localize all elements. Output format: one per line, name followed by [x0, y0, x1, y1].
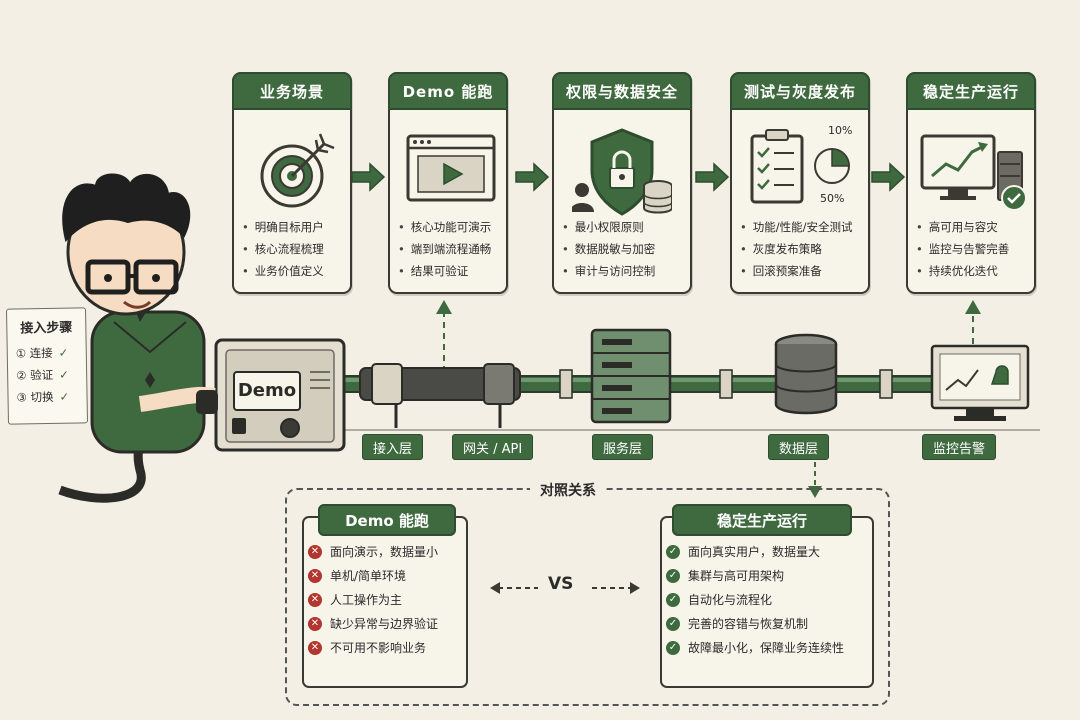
cross-icon: ✕: [308, 593, 322, 607]
comparison-item-text: 面向演示，数据量小: [330, 545, 439, 559]
comparison-item-text: 面向真实用户，数据量大: [688, 545, 821, 559]
comparison-panel-title: Demo 能跑: [318, 504, 456, 536]
check-icon: ✓: [666, 593, 680, 607]
layer-label-service: 服务层: [592, 434, 654, 460]
layer-label-gateway: 网关 / API: [452, 434, 534, 460]
step-label: ① 连接: [15, 345, 53, 361]
stage-card-business: 业务场景 明确目标用户 核心流程梳理 业务价值定义: [232, 72, 352, 294]
comparison-title: 对照关系: [530, 480, 606, 500]
stage-title: 稳定生产运行: [906, 72, 1036, 110]
stage-item: 审计与访问控制: [562, 260, 686, 282]
shield-lock-icon: [572, 128, 672, 216]
cross-icon: ✕: [308, 641, 322, 655]
comparison-item: ✓ 面向真实用户，数据量大: [666, 540, 844, 564]
comparison-item-text: 单机/简单环境: [330, 569, 407, 583]
rollout-percent-bottom: 50%: [820, 192, 845, 205]
layer-label-monitoring: 监控告警: [922, 434, 997, 460]
stage-title: 业务场景: [232, 72, 352, 110]
comparison-item: ✓ 集群与高可用架构: [666, 564, 844, 588]
stage-items: 最小权限原则 数据脱敏与加密 审计与访问控制: [562, 216, 686, 282]
flow-arrow-icon: [871, 162, 906, 192]
stage-card-security: 权限与数据安全 最小权限原则 数据脱敏与加密 审计与访问控制: [552, 72, 692, 294]
comparison-item: ✕ 缺少异常与边界验证: [308, 612, 438, 636]
step-item: ③ 切换 ✓: [16, 385, 86, 408]
comparison-list-demo: ✕ 面向演示，数据量小 ✕ 单机/简单环境 ✕ 人工操作为主 ✕ 缺少异常与边界验证 ✕…: [308, 540, 438, 660]
check-icon: ✓: [666, 545, 680, 559]
check-icon: ✓: [666, 569, 680, 583]
stage-item: 核心功能可演示: [398, 216, 502, 238]
stage-item: 数据脱敏与加密: [562, 238, 686, 260]
stage-items: 高可用与容灾 监控与告警完善 持续优化迭代: [916, 216, 1030, 282]
vs-label: VS: [548, 574, 574, 594]
stage-item: 核心流程梳理: [242, 238, 346, 260]
comparison-item: ✕ 单机/简单环境: [308, 564, 438, 588]
monitor-server-icon: [920, 134, 1027, 211]
cross-icon: ✕: [308, 569, 322, 583]
comparison-list-production: ✓ 面向真实用户，数据量大 ✓ 集群与高可用架构 ✓ 自动化与流程化 ✓ 完善的容错与恢…: [666, 540, 844, 660]
flow-arrow-icon: [695, 162, 730, 192]
stage-item: 监控与告警完善: [916, 238, 1030, 260]
stage-item: 最小权限原则: [562, 216, 686, 238]
cross-icon: ✕: [308, 617, 322, 631]
stage-item: 灰度发布策略: [740, 238, 864, 260]
cross-icon: ✕: [308, 545, 322, 559]
comparison-item: ✕ 人工操作为主: [308, 588, 438, 612]
clipboard-checklist-icon: [750, 129, 804, 204]
steps-list: ① 连接 ✓ ② 验证 ✓ ③ 切换 ✓: [8, 341, 87, 408]
flow-arrow-icon: [351, 162, 386, 192]
comparison-item: ✓ 自动化与流程化: [666, 588, 844, 612]
step-label: ③ 切换: [16, 389, 54, 405]
layer-label-access: 接入层: [362, 434, 424, 460]
rollout-percent-top: 10%: [828, 124, 853, 137]
comparison-item-text: 人工操作为主: [330, 593, 403, 607]
comparison-item-text: 完善的容错与恢复机制: [688, 617, 809, 631]
comparison-item: ✕ 面向演示，数据量小: [308, 540, 438, 564]
stage-item: 功能/性能/安全测试: [740, 216, 864, 238]
comparison-item-text: 不可用不影响业务: [330, 641, 427, 655]
comparison-item-text: 自动化与流程化: [688, 593, 773, 607]
step-label: ② 验证: [16, 367, 54, 383]
check-icon: ✓: [666, 641, 680, 655]
comparison-item-text: 故障最小化，保障业务连续性: [688, 641, 845, 655]
stage-item: 业务价值定义: [242, 260, 346, 282]
stage-item: 端到端流程通畅: [398, 238, 502, 260]
checkmark-icon: ✓: [59, 389, 70, 404]
steps-title: 接入步骤: [20, 320, 73, 337]
comparison-item-text: 集群与高可用架构: [688, 569, 785, 583]
device-label: Demo: [237, 380, 297, 401]
comparison-item-text: 缺少异常与边界验证: [330, 617, 439, 631]
stage-item: 高可用与容灾: [916, 216, 1030, 238]
comparison-panel-title: 稳定生产运行: [672, 504, 852, 536]
stage-items: 核心功能可演示 端到端流程通畅 结果可验证: [398, 216, 502, 282]
step-item: ② 验证 ✓: [16, 363, 86, 386]
flow-arrow-icon: [515, 162, 550, 192]
stage-title: Demo 能跑: [388, 72, 508, 110]
comparison-item: ✓ 故障最小化，保障业务连续性: [666, 636, 844, 660]
target-icon: [260, 133, 335, 208]
stage-title: 权限与数据安全: [552, 72, 692, 110]
stage-title: 测试与灰度发布: [730, 72, 870, 110]
stage-item: 持续优化迭代: [916, 260, 1030, 282]
comparison-panel-production: [660, 516, 874, 688]
video-window-icon: [406, 134, 496, 202]
step-item: ① 连接 ✓: [16, 341, 86, 364]
stage-item: 回滚预案准备: [740, 260, 864, 282]
stage-item: 明确目标用户: [242, 216, 346, 238]
pie-rollout-icon: [814, 148, 850, 184]
stage-card-demo: Demo 能跑 核心功能可演示 端到端流程通畅 结果可验证: [388, 72, 508, 294]
stage-item: 结果可验证: [398, 260, 502, 282]
checkmark-icon: ✓: [58, 345, 69, 360]
comparison-item: ✕ 不可用不影响业务: [308, 636, 438, 660]
stage-items: 功能/性能/安全测试 灰度发布策略 回滚预案准备: [740, 216, 864, 282]
double-arrow-icon: [490, 582, 640, 594]
stage-card-testing: 测试与灰度发布 10% 50% 功能/性能/安全测试 灰度发布策略 回滚预案准备: [730, 72, 870, 294]
stage-card-production: 稳定生产运行 高可用与容灾 监控与告警完善 持续优化迭代: [906, 72, 1036, 294]
layer-label-data: 数据层: [768, 434, 830, 460]
steps-note: 接入步骤 ① 连接 ✓ ② 验证 ✓ ③ 切换 ✓: [5, 307, 89, 425]
comparison-item: ✓ 完善的容错与恢复机制: [666, 612, 844, 636]
comparison-panel-demo: [302, 516, 468, 688]
stage-items: 明确目标用户 核心流程梳理 业务价值定义: [242, 216, 346, 282]
checkmark-icon: ✓: [59, 367, 69, 382]
check-icon: ✓: [666, 617, 680, 631]
